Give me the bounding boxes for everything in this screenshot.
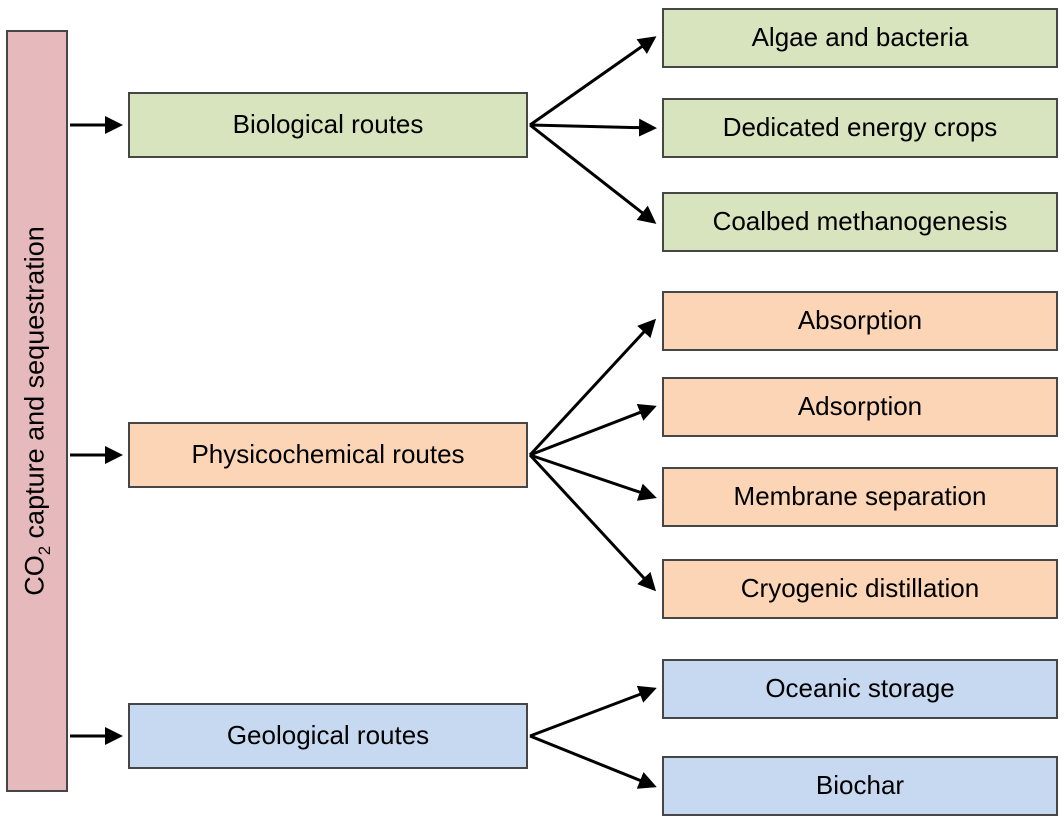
arrow-geological-to-biochar (529, 734, 657, 789)
leaf-label: Coalbed methanogenesis (712, 206, 1008, 237)
leaf-absorption: Absorption (662, 291, 1058, 351)
arrow-physicochemical-to-cryogenic (528, 453, 657, 592)
leaf-membrane-separation: Membrane separation (662, 467, 1058, 527)
leaf-label: Membrane separation (733, 481, 987, 512)
leaf-label: Dedicated energy crops (722, 112, 998, 143)
root-label-prefix: CO (19, 555, 50, 596)
leaf-dedicated-energy-crops: Dedicated energy crops (662, 98, 1058, 158)
arrow-biological-to-algae (529, 36, 657, 127)
leaf-label: Biochar (815, 770, 905, 801)
arrow-physicochemical-to-membrane (529, 453, 657, 501)
root-label-suffix: capture and sequestration (19, 226, 50, 546)
arrow-biological-to-energy-crops (529, 118, 657, 137)
branch-biological-routes: Biological routes (128, 92, 528, 158)
leaf-biochar: Biochar (662, 756, 1058, 816)
root-node-label: CO2 capture and sequestration (20, 226, 55, 596)
leaf-algae-and-bacteria: Algae and bacteria (662, 8, 1058, 68)
leaf-label: Algae and bacteria (751, 22, 969, 53)
leaf-oceanic-storage: Oceanic storage (662, 659, 1058, 719)
arrow-physicochemical-to-absorption (528, 318, 657, 457)
leaf-label: Cryogenic distillation (740, 573, 980, 604)
branch-label: Geological routes (226, 720, 430, 751)
branch-label: Biological routes (232, 109, 424, 140)
leaf-label: Absorption (797, 305, 923, 336)
root-node-co2-capture: CO2 capture and sequestration (6, 30, 68, 792)
leaf-cryogenic-distillation: Cryogenic distillation (662, 559, 1058, 619)
arrow-biological-to-coalbed (529, 123, 657, 224)
leaf-label: Adsorption (797, 391, 923, 422)
leaf-label: Oceanic storage (765, 673, 955, 704)
arrow-physicochemical-to-adsorption (529, 404, 657, 457)
branch-geological-routes: Geological routes (128, 703, 528, 769)
root-label-subscript: 2 (35, 545, 55, 556)
branch-label: Physicochemical routes (191, 439, 465, 470)
leaf-adsorption: Adsorption (662, 377, 1058, 437)
arrow-geological-to-oceanic (529, 685, 657, 738)
branch-physicochemical-routes: Physicochemical routes (128, 422, 528, 488)
leaf-coalbed-methanogenesis: Coalbed methanogenesis (662, 192, 1058, 252)
